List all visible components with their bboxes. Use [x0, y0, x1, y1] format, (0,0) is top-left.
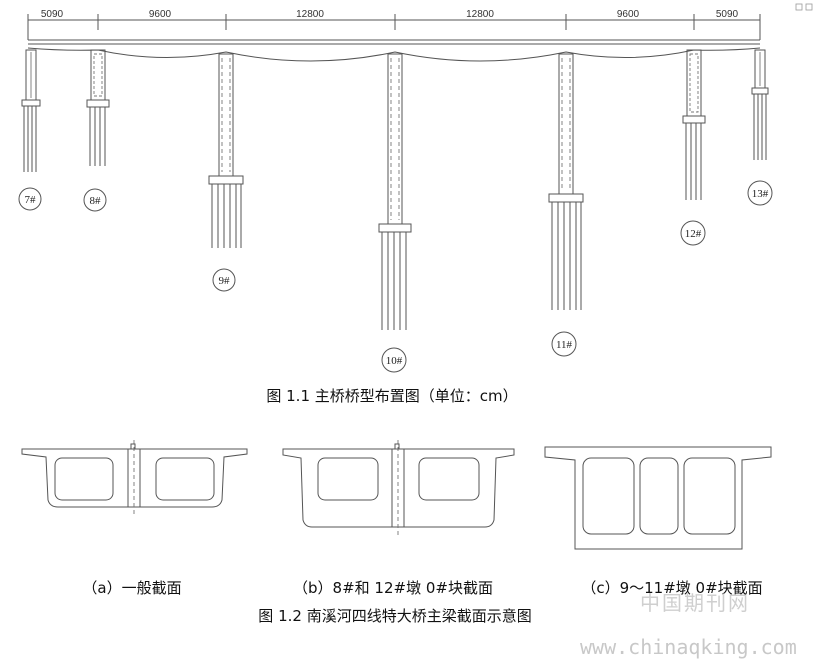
subcaption-a: （a）一般截面 — [82, 579, 181, 597]
pier-13 — [751, 49, 769, 160]
pier-12 — [682, 49, 706, 200]
pier-label-10: 10# — [386, 355, 403, 367]
pier-9 — [208, 53, 244, 248]
span-label-3: 12800 — [296, 9, 324, 20]
section-b — [282, 440, 515, 536]
pier-label-7: 7# — [25, 194, 37, 206]
span-label-2: 9600 — [149, 9, 172, 20]
main-girder — [27, 39, 761, 62]
figure-1-caption: 图 1.1 主桥桥型布置图（单位：cm） — [266, 387, 517, 405]
pier-label-11: 11# — [556, 339, 573, 351]
subcaption-c: （c）9～11#墩 0#块截面 — [581, 579, 762, 597]
figure-2-caption: 图 1.2 南溪河四线特大桥主梁截面示意图 — [258, 607, 531, 625]
span-label-4: 12800 — [466, 9, 494, 20]
span-label-5: 9600 — [617, 9, 640, 20]
pier-label-8: 8# — [90, 195, 102, 207]
span-label-1: 5090 — [41, 9, 64, 20]
dimension-line: 5090 9600 12800 12800 9600 5090 — [27, 9, 761, 40]
pier-8 — [86, 49, 110, 166]
pier-label-9: 9# — [219, 275, 231, 287]
pier-7 — [21, 49, 41, 172]
span-label-6: 5090 — [716, 9, 739, 20]
pier-10 — [378, 53, 412, 330]
watermark-cn: 中国期刊网 — [640, 591, 750, 615]
pier-labels: 7# 8# 9# 10# 11# 12# 13# — [18, 180, 773, 373]
watermark-url: www.chinaqking.com — [580, 635, 797, 659]
section-c — [544, 446, 772, 550]
pier-label-13: 13# — [752, 188, 769, 200]
section-a — [21, 440, 248, 516]
subcaption-b: （b）8#和 12#墩 0#块截面 — [293, 579, 493, 597]
pier-label-12: 12# — [685, 228, 702, 240]
corner-mark — [795, 3, 813, 11]
pier-11 — [548, 53, 584, 310]
